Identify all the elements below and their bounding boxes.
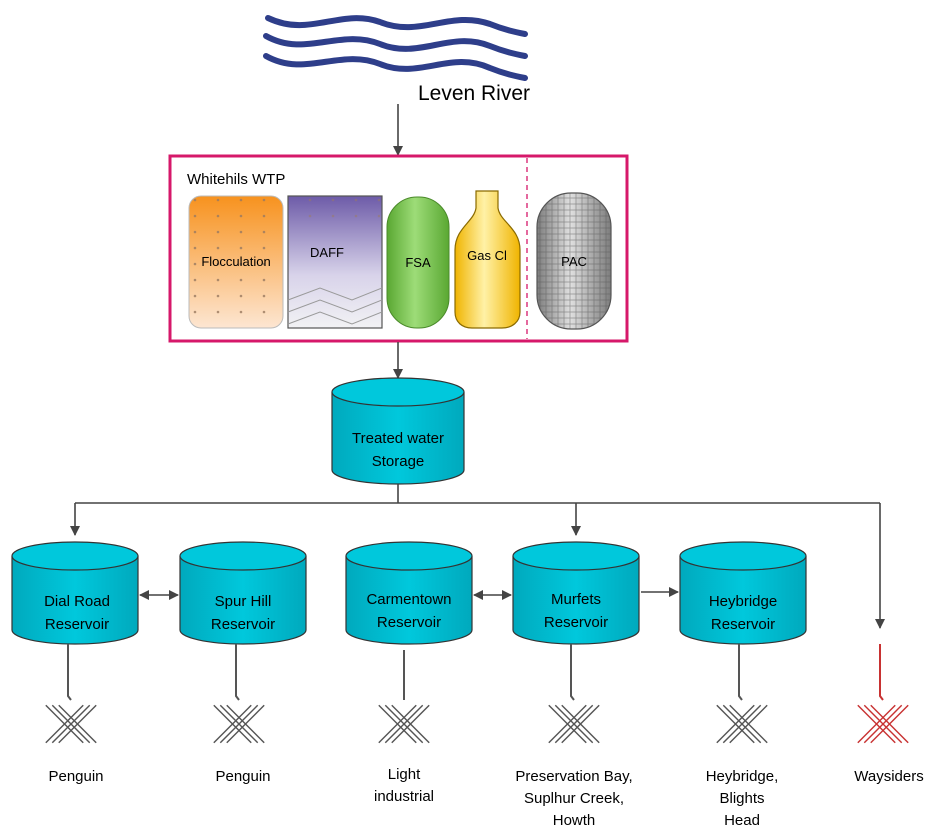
storage-label-line2: Storage xyxy=(372,453,425,470)
gas-cl-label: Gas Cl xyxy=(467,248,507,263)
mesh-icon xyxy=(857,704,909,744)
plant-box xyxy=(168,154,629,343)
heybridge-label-line1: Heybridge xyxy=(709,593,777,610)
storage-label-line1: Treated water xyxy=(352,430,444,447)
zone-penguin-2: Penguin xyxy=(215,768,270,785)
spur-hill-label-line2: Reservoir xyxy=(211,616,275,633)
flocculation-label: Flocculation xyxy=(201,254,270,269)
murfets-label-line2: Reservoir xyxy=(544,614,608,631)
flocculation-unit: Flocculation xyxy=(188,195,284,329)
distribution-main xyxy=(70,484,885,629)
dial-road-label-line2: Reservoir xyxy=(45,616,109,633)
reservoir-dial-road: Dial Road Reservoir xyxy=(11,541,139,645)
daff-label: DAFF xyxy=(310,245,344,260)
murfets-label-line1: Murfets xyxy=(551,591,601,608)
river-icon xyxy=(263,15,528,81)
river-label: Leven River xyxy=(418,82,530,105)
zone-penguin-1: Penguin xyxy=(48,768,103,785)
mesh-icon xyxy=(548,704,600,744)
fsa-unit: FSA xyxy=(386,196,450,329)
zone-heybridge-2: Blights xyxy=(719,790,764,807)
zone-light-industrial-2: industrial xyxy=(374,788,434,805)
mesh-icon xyxy=(716,704,768,744)
pac-label: PAC xyxy=(561,254,587,269)
network-icon xyxy=(67,644,743,701)
reservoir-carmentown: Carmentown Reservoir xyxy=(345,541,473,645)
mesh-icon xyxy=(213,704,265,744)
zone-preservation-1: Preservation Bay, xyxy=(515,768,632,785)
dial-road-label-line1: Dial Road xyxy=(44,593,110,610)
zone-waysiders: Waysiders xyxy=(854,768,923,785)
zone-heybridge-1: Heybridge, xyxy=(706,768,779,785)
fsa-label: FSA xyxy=(405,255,431,270)
pac-unit: PAC xyxy=(536,192,612,330)
mesh-icon xyxy=(378,704,430,744)
reservoir-spur-hill: Spur Hill Reservoir xyxy=(179,541,307,645)
daff-unit: DAFF xyxy=(287,195,383,329)
waysiders-network-icon xyxy=(879,644,884,701)
carmentown-label-line1: Carmentown xyxy=(366,591,451,608)
zone-heybridge-3: Head xyxy=(724,812,760,829)
treated-water-storage-tank: Treated water Storage xyxy=(331,377,465,485)
zone-preservation-2: Suplhur Creek, xyxy=(524,790,624,807)
spur-hill-label-line1: Spur Hill xyxy=(215,593,272,610)
reservoir-heybridge: Heybridge Reservoir xyxy=(679,541,807,645)
zone-preservation-3: Howth xyxy=(553,812,596,829)
plant-title: Whitehils WTP xyxy=(187,171,285,188)
heybridge-label-line2: Reservoir xyxy=(711,616,775,633)
zone-light-industrial-1: Light xyxy=(388,766,421,783)
mesh-icon xyxy=(45,704,97,744)
reservoir-murfets: Murfets Reservoir xyxy=(512,541,640,645)
carmentown-label-line2: Reservoir xyxy=(377,614,441,631)
network-mesh-group xyxy=(45,704,909,744)
gas-cl-unit: Gas Cl xyxy=(454,190,521,329)
